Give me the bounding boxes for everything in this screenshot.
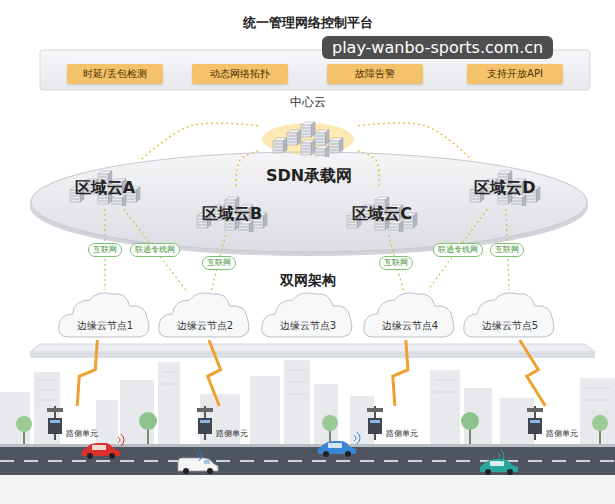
edge-platform	[30, 344, 595, 358]
region-cloud: 区域云B	[182, 186, 282, 235]
node-label: 区域云C	[332, 204, 432, 225]
function-box: 故障告警	[327, 64, 423, 84]
link-type-label: 互联网	[202, 256, 236, 270]
node-label: 边缘云节点4	[362, 290, 458, 333]
link-type-label: 联通专线网	[130, 243, 180, 257]
node-label: 边缘云节点2	[157, 290, 253, 333]
white-van	[178, 449, 218, 474]
server-cluster	[260, 111, 356, 157]
rsu-cabinet	[367, 406, 383, 440]
unit-label: 路侧单元	[546, 428, 578, 439]
server-icon	[329, 138, 343, 153]
road	[0, 444, 615, 504]
function-box: 动态网络拓扑	[192, 64, 288, 84]
backbone-link	[236, 151, 258, 186]
wireless-link	[393, 340, 408, 406]
backbone-link	[358, 123, 472, 160]
unit-label: 路侧单元	[66, 428, 98, 439]
node-label: 中心云	[258, 94, 358, 111]
region-cloud: 区域云A	[55, 160, 155, 209]
teal-car	[480, 450, 518, 475]
server-icon	[287, 130, 301, 145]
roadside-unit: 路侧单元	[367, 406, 418, 440]
diagram-title: 统一管理网络控制平台	[0, 14, 615, 32]
node-label: 区域云B	[182, 204, 282, 225]
server-icon	[315, 146, 329, 157]
access-link	[124, 209, 186, 290]
node-label: 时延/丢包检测	[75, 67, 155, 81]
cloud-shape	[260, 290, 356, 340]
edge-cloud-node: 边缘云节点3	[260, 290, 356, 340]
function-box: 支持开放API	[467, 64, 563, 84]
wireless-link	[208, 340, 221, 406]
backbone-link	[141, 123, 258, 160]
sdn-network-disk: SDN承载网区域云A区域云B区域云C区域云D	[30, 148, 588, 256]
region-cloud: 区域云D	[455, 160, 555, 209]
building-windows	[38, 370, 610, 400]
access-link	[428, 209, 487, 290]
roadside-unit: 路侧单元	[197, 406, 248, 440]
center-cloud: 中心云	[258, 94, 358, 157]
unit-label: 路侧单元	[386, 428, 418, 439]
link-type-label: 联通专线网	[433, 243, 483, 257]
node-label: 故障告警	[335, 67, 415, 81]
wireless-link	[520, 340, 546, 406]
edge-cloud-node: 边缘云节点1	[57, 290, 153, 340]
link-type-label: 互联网	[490, 243, 524, 257]
cloud-shape	[157, 290, 253, 340]
disk-top	[30, 152, 588, 252]
edge-cloud-node: 边缘云节点4	[362, 290, 458, 340]
node-label: 动态网络拓扑	[200, 67, 280, 81]
backbone-link	[358, 151, 379, 186]
roadside-unit: 路侧单元	[527, 406, 578, 440]
roadside-unit: 路侧单元	[47, 406, 98, 440]
unit-label: 路侧单元	[216, 428, 248, 439]
link-type-label: 互联网	[88, 243, 122, 257]
cloud-shape	[362, 290, 458, 340]
node-label: 边缘云节点5	[462, 290, 558, 333]
glow	[262, 123, 354, 155]
wireless-link	[77, 340, 97, 406]
server-icon	[301, 122, 315, 137]
watermark: play-wanbo-sports.com.cn	[322, 36, 553, 59]
region-cloud: 区域云C	[332, 186, 432, 235]
node-label: 区域云A	[55, 178, 155, 199]
cloud-shape	[57, 290, 153, 340]
rsu-cabinet	[47, 406, 63, 440]
cloud-shape	[462, 290, 558, 340]
function-box: 时延/丢包检测	[67, 64, 163, 84]
node-label: 支持开放API	[475, 67, 555, 81]
server-icon	[315, 130, 329, 145]
edge-cloud-node: 边缘云节点2	[157, 290, 253, 340]
node-label: 边缘云节点1	[57, 290, 153, 333]
server-icon	[301, 140, 315, 155]
blue-car	[318, 432, 360, 457]
node-label: 边缘云节点3	[260, 290, 356, 333]
section-label: 双网架构	[280, 272, 336, 290]
link-type-label: 互联网	[379, 256, 413, 270]
server-icon	[273, 138, 287, 153]
node-label: 区域云D	[455, 178, 555, 199]
trees	[16, 412, 608, 446]
rsu-cabinet	[527, 406, 543, 440]
city-buildings	[0, 360, 615, 446]
rsu-cabinet	[197, 406, 213, 440]
edge-cloud-node: 边缘云节点5	[462, 290, 558, 340]
